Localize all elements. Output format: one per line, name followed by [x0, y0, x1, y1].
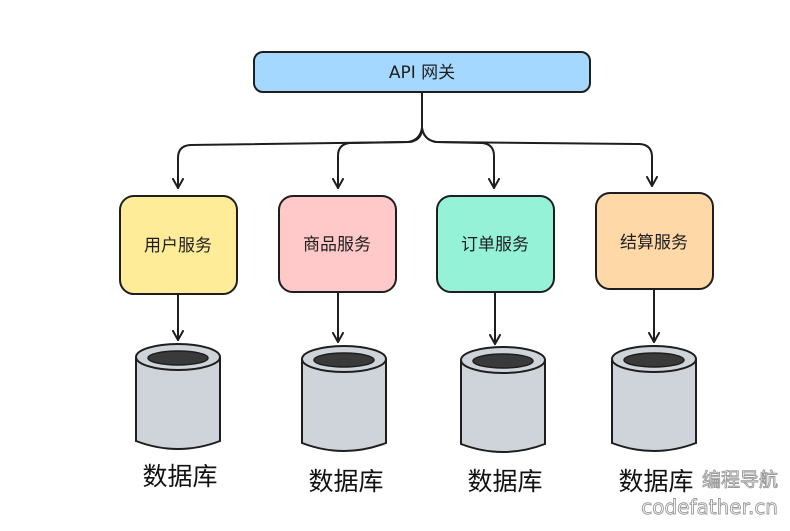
edge-gateway-to-user-service [172, 91, 423, 189]
edge-gateway-to-settlement-service [421, 127, 658, 187]
database-cylinder-inner [313, 352, 375, 368]
database-cylinder-body [301, 359, 387, 452]
watermark-url: codefather.cn [641, 495, 778, 519]
service-order: 订单服务 [436, 195, 555, 293]
database-cylinder-body [460, 360, 546, 453]
database-cylinder-inner [472, 353, 534, 369]
database-label: 数据库 [308, 467, 383, 496]
database-label: 数据库 [467, 467, 542, 496]
api-gateway-label: API 网关 [389, 63, 455, 83]
database-cylinder-inner [147, 350, 209, 366]
database-cylinder-inner [623, 352, 685, 368]
watermark-title: 编程导航 [702, 469, 778, 491]
edge-gateway-to-product-service [332, 127, 423, 189]
service-label: 结算服务 [620, 233, 688, 253]
database-label: 数据库 [142, 462, 217, 491]
service-settlement: 结算服务 [595, 192, 714, 290]
service-label: 订单服务 [461, 235, 529, 255]
service-label: 商品服务 [303, 235, 371, 255]
database-4 [611, 345, 697, 452]
service-db-edges [172, 288, 660, 345]
edge-gateway-to-order-service [421, 127, 500, 189]
database-2 [301, 345, 387, 452]
database-3 [460, 346, 546, 453]
service-user: 用户服务 [119, 195, 238, 295]
database-1 [135, 343, 221, 450]
database-label: 数据库 [618, 467, 693, 496]
service-product: 商品服务 [278, 195, 397, 293]
database-cylinder-body [135, 357, 221, 450]
service-label: 用户服务 [144, 236, 212, 256]
api-gateway-node: API 网关 [253, 51, 591, 93]
gateway-edges [172, 91, 658, 189]
database-cylinder-body [611, 359, 697, 452]
